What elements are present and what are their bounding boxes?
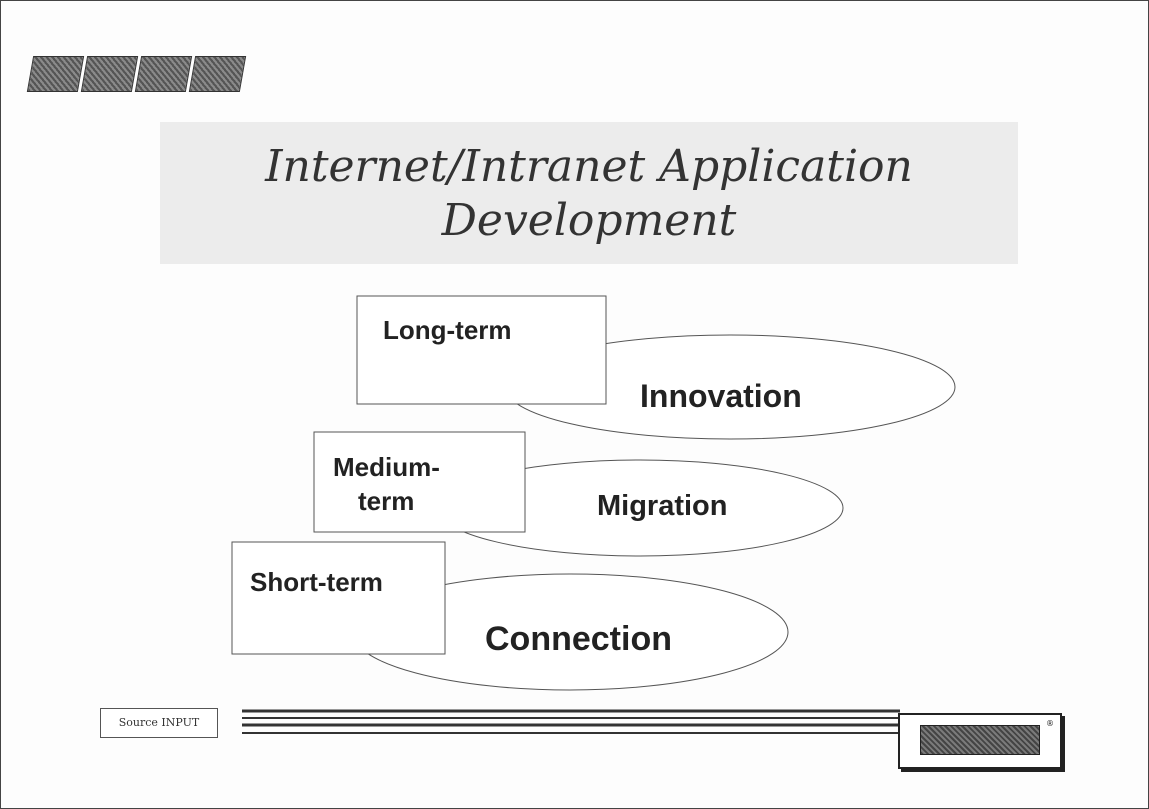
label-innovation: Innovation	[640, 378, 802, 414]
box-short-term	[231, 541, 446, 655]
bottom-logo: ®	[898, 713, 1062, 769]
slide-title: Internet/Intranet Application Developmen…	[160, 140, 1018, 248]
label-long-term: Long-term	[383, 315, 512, 345]
registered-mark: ®	[1046, 719, 1054, 728]
label-connection: Connection	[485, 620, 672, 658]
source-label: Source INPUT	[100, 708, 218, 738]
slide-title-line2: Development	[441, 195, 737, 246]
box-long-term	[356, 295, 607, 405]
title-band	[160, 122, 1018, 264]
footer-rule	[242, 709, 900, 734]
label-medium-term-line1: Medium-	[333, 452, 440, 482]
label-short-term: Short-term	[250, 567, 383, 597]
label-medium-term-line2: term	[358, 486, 415, 516]
bottom-logo-mark	[920, 725, 1040, 755]
label-medium-term: Medium- term	[333, 450, 440, 518]
label-migration: Migration	[597, 490, 728, 522]
slide-title-line1: Internet/Intranet Application	[265, 141, 913, 192]
box-medium-term	[313, 431, 526, 533]
